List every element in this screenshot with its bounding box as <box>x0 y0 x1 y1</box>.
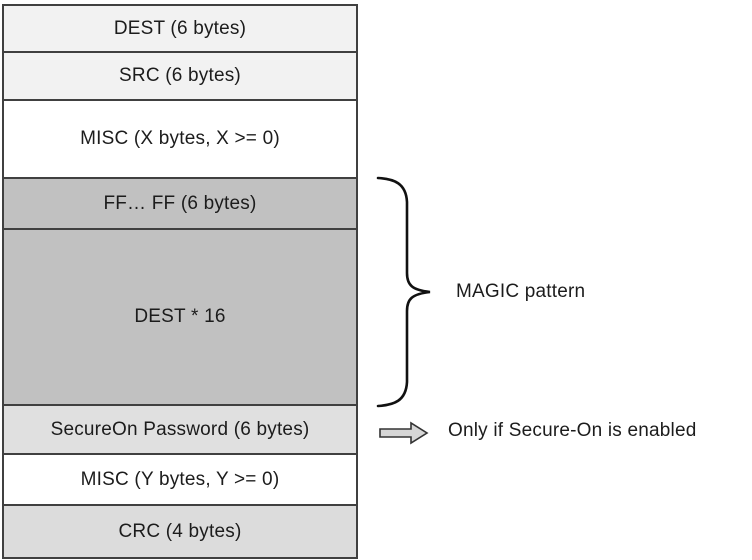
packet-field-label: CRC (4 bytes) <box>118 520 242 542</box>
packet-field-row: DEST * 16 <box>4 228 356 404</box>
packet-field-label: SRC (6 bytes) <box>119 65 241 86</box>
packet-field-row: FF… FF (6 bytes) <box>4 177 356 228</box>
packet-field-row: MISC (X bytes, X >= 0) <box>4 99 356 177</box>
packet-field-row: MISC (Y bytes, Y >= 0) <box>4 453 356 504</box>
packet-field-label: DEST (6 bytes) <box>113 17 247 39</box>
packet-field-row: DEST (6 bytes) <box>4 6 356 51</box>
packet-field-row: CRC (4 bytes) <box>4 504 356 557</box>
magic-pattern-label: MAGIC pattern <box>456 281 586 302</box>
packet-field-stack: DEST (6 bytes) SRC (6 bytes) MISC (X bytes… <box>2 4 358 559</box>
packet-field-label: SecureOn Password (6 bytes) <box>50 418 310 440</box>
right-block-arrow-icon <box>379 421 429 445</box>
packet-field-label: DEST * 16 <box>134 306 226 327</box>
packet-field-label: FF… FF (6 bytes) <box>103 192 257 214</box>
secure-on-note-label: Only if Secure-On is enabled <box>448 420 697 441</box>
packet-field-row: SecureOn Password (6 bytes) <box>4 404 356 453</box>
packet-field-label: MISC (Y bytes, Y >= 0) <box>80 468 280 490</box>
packet-field-row: SRC (6 bytes) <box>4 51 356 99</box>
curly-brace-icon <box>376 176 431 408</box>
packet-field-label: MISC (X bytes, X >= 0) <box>80 128 280 149</box>
